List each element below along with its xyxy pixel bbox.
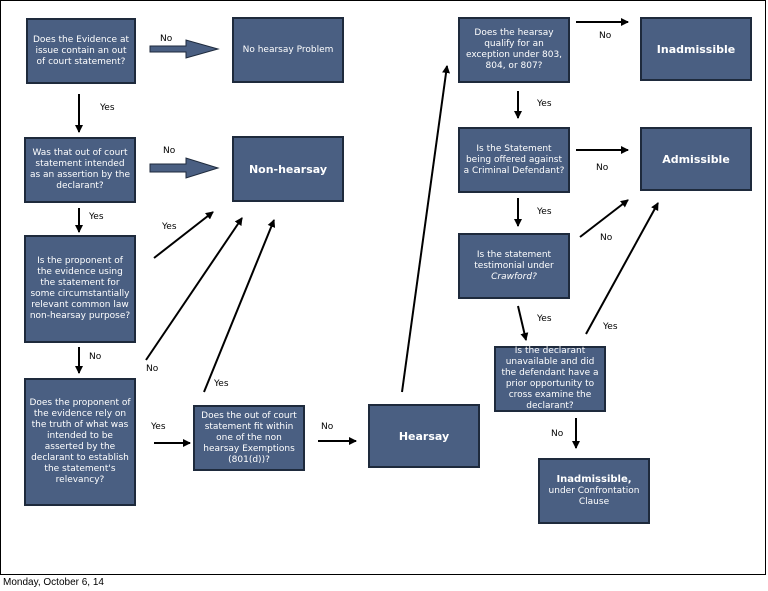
label-q1-no: No xyxy=(160,34,173,44)
arrow-q3-yes xyxy=(153,211,214,259)
box-q5-801d-exemptions: Does the out of court statement fit with… xyxy=(193,405,305,471)
label-q6-yes: Yes xyxy=(537,99,552,109)
box-q3-non-hearsay-purpose: Is the proponent of the evidence using t… xyxy=(24,235,136,343)
box-inadmissible-confrontation: Inadmissible,under Confrontation Clause xyxy=(538,458,650,524)
q8-crawford: Crawford? xyxy=(491,271,537,282)
label-q8-yes: Yes xyxy=(537,314,552,324)
box-no-hearsay-problem: No hearsay Problem xyxy=(232,17,344,83)
box-hearsay: Hearsay xyxy=(368,404,480,468)
label-q4-yes: Yes xyxy=(151,422,166,432)
arrow-q9-yes xyxy=(585,202,659,335)
arrow-q8-yes xyxy=(517,305,529,341)
label-q1-yes: Yes xyxy=(100,103,115,113)
label-q2-no: No xyxy=(163,146,176,156)
arrow-q5-yes xyxy=(203,219,276,393)
box-q1-out-of-court: Does the Evidence at issue contain an ou… xyxy=(26,18,136,84)
box-admissible: Admissible xyxy=(640,127,752,191)
label-q7-yes: Yes xyxy=(537,207,552,217)
label-q9-no: No xyxy=(551,429,564,439)
box-non-hearsay: Non-hearsay xyxy=(232,136,344,202)
label-q3-no: No xyxy=(89,352,102,362)
footer-date: Monday, October 6, 14 xyxy=(3,577,104,588)
label-q3-yes: Yes xyxy=(162,222,177,232)
box-q2-assertion: Was that out of court statement intended… xyxy=(24,137,136,203)
box-q7-criminal-defendant: Is the Statement being offered against a… xyxy=(458,127,570,193)
arrow-q8-no xyxy=(579,199,629,238)
label-q5-yes: Yes xyxy=(214,379,229,389)
block-arrow-q1-no xyxy=(149,39,220,59)
inadmissible-cc-rest: under Confrontation Clause xyxy=(548,486,640,507)
box-q6-exception: Does the hearsay qualify for an exceptio… xyxy=(458,17,570,83)
label-q8-no: No xyxy=(600,233,613,243)
label-q5-no: No xyxy=(321,422,334,432)
box-q8-testimonial-crawford: Is the statement testimonial under Crawf… xyxy=(458,233,570,299)
q8-text: Is the statement testimonial under xyxy=(474,249,554,271)
label-q4-no: No xyxy=(146,364,159,374)
block-arrow-q2-no xyxy=(149,157,220,179)
inadmissible-cc-bold: Inadmissible, xyxy=(556,474,632,485)
label-q7-no: No xyxy=(596,163,609,173)
box-inadmissible: Inadmissible xyxy=(640,17,752,81)
box-q9-unavailable-cross: Is the declarant unavailable and did the… xyxy=(494,346,606,412)
label-q6-no: No xyxy=(599,31,612,41)
arrow-q4-no xyxy=(145,217,243,361)
arrow-hearsay-up xyxy=(401,65,451,393)
box-q4-truth-of-assertion: Does the proponent of the evidence rely … xyxy=(24,378,136,506)
label-q9-yes: Yes xyxy=(603,322,618,332)
label-q2-yes: Yes xyxy=(89,212,104,222)
